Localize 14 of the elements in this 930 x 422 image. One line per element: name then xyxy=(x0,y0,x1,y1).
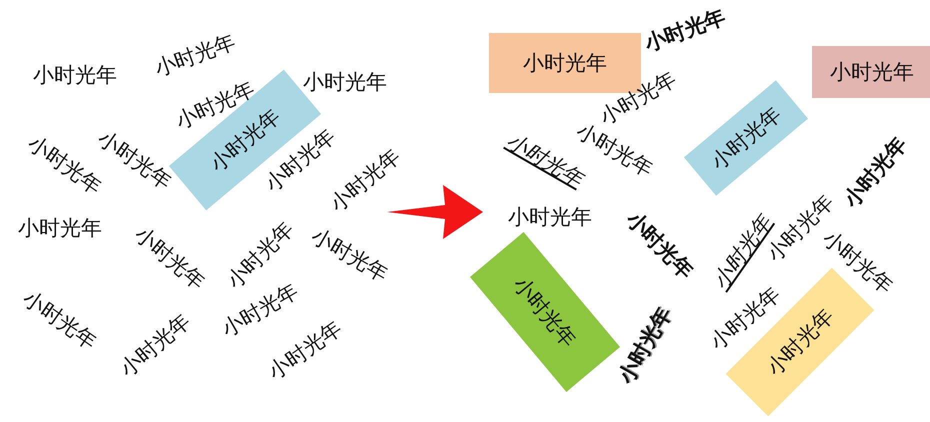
rotated-text: 小时光年 xyxy=(18,215,102,242)
rotated-text: 小时光年 xyxy=(33,62,117,89)
rotated-text: 小时光年 xyxy=(129,220,211,296)
rotated-text: 小时光年 xyxy=(508,204,592,231)
rotated-text: 小时光年 xyxy=(620,206,700,285)
text-box: 小时光年 xyxy=(470,232,620,392)
text-box: 小时光年 xyxy=(684,80,808,196)
rotated-text: 小时光年 xyxy=(838,131,912,214)
rotated-text: 小时光年 xyxy=(640,3,730,58)
rotated-text: 小时光年 xyxy=(306,222,394,288)
rotated-text: 小时光年 xyxy=(264,316,348,386)
rotated-text: 小时光年 xyxy=(114,308,196,383)
rotated-text: 小时光年 xyxy=(18,285,102,356)
text-box: 小时光年 xyxy=(812,46,930,98)
